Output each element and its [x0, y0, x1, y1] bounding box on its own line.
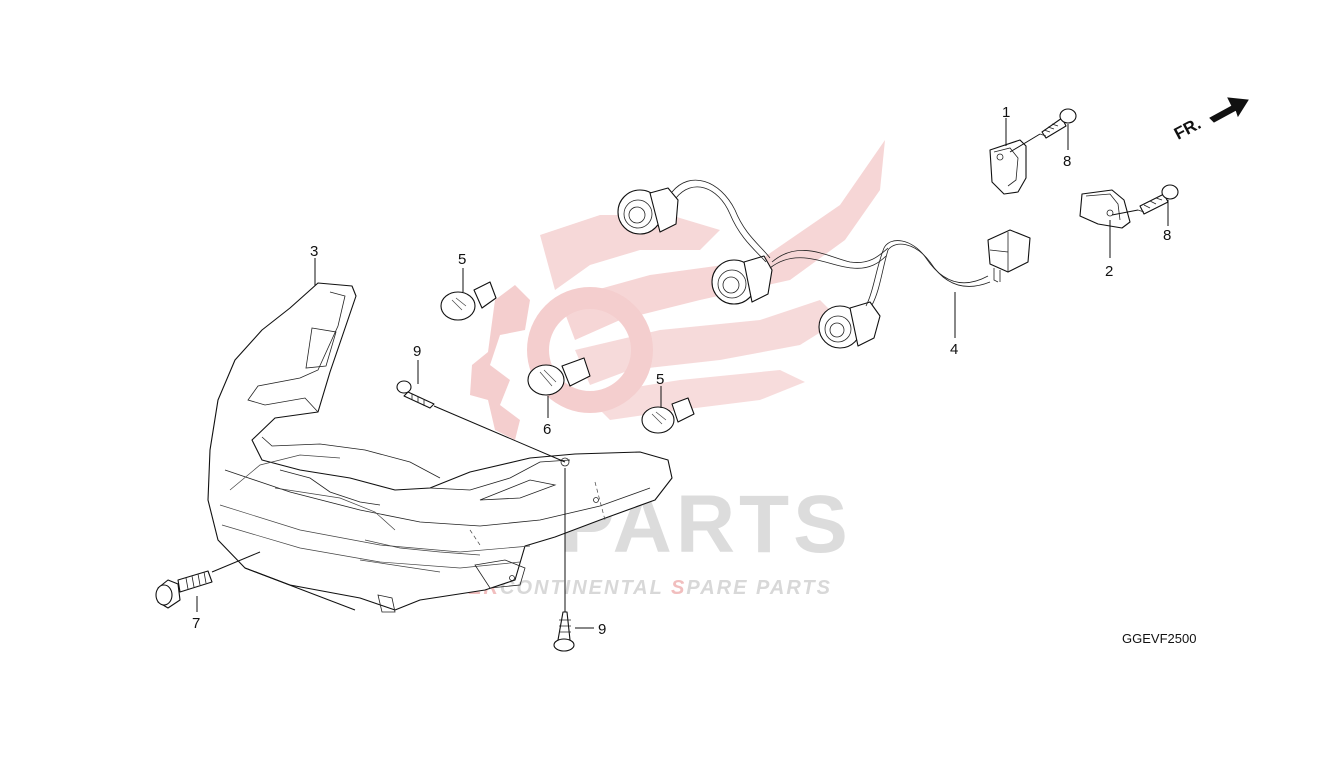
part-8-screw-right — [1137, 184, 1179, 215]
part-6-bulb — [527, 357, 591, 396]
part-1-clip — [989, 139, 1027, 195]
callout-5-lower: 5 — [656, 371, 664, 388]
watermark-tagline-rest: PARE PARTS — [686, 577, 832, 599]
part-2-clip — [1079, 189, 1131, 229]
socket-middle — [711, 255, 773, 305]
callout-6: 6 — [543, 421, 551, 438]
watermark-tagline-s: S — [671, 577, 686, 599]
socket-top-left — [617, 187, 679, 235]
callout-5-upper: 5 — [458, 251, 466, 268]
part-3-taillight-housing — [207, 282, 673, 613]
watermark-tagline-mid: CONTINENTAL — [500, 577, 671, 599]
connector-plug — [987, 229, 1031, 283]
part-9-screw-lower — [553, 611, 575, 652]
callout-3: 3 — [310, 243, 318, 260]
part-5-bulb-upper — [440, 281, 497, 321]
callout-7: 7 — [192, 615, 200, 632]
wing-logo-icon — [470, 140, 885, 440]
callout-8-top: 8 — [1063, 153, 1071, 170]
part-8-screw-top — [1039, 108, 1077, 139]
callout-8-right: 8 — [1163, 227, 1171, 244]
front-direction-indicator: FR. — [1171, 97, 1249, 144]
part-4-wire-harness — [617, 179, 1031, 349]
front-arrow-icon — [1209, 97, 1249, 123]
part-5-bulb-lower — [641, 397, 695, 434]
socket-bottom-right — [818, 301, 881, 349]
callout-labels: 1 2 3 4 5 5 6 7 8 8 9 9 — [192, 104, 1171, 638]
front-label: FR. — [1171, 114, 1204, 144]
leader-lines — [196, 118, 1169, 629]
callout-9-lower: 9 — [598, 621, 606, 638]
callout-4: 4 — [950, 341, 958, 358]
diagram-reference-code: GGEVF2500 — [1122, 631, 1196, 646]
callout-9-upper: 9 — [413, 343, 421, 360]
part-9-screw-upper — [396, 380, 435, 409]
callout-2: 2 — [1105, 263, 1113, 280]
part-7-flange-bolt — [155, 570, 213, 609]
callout-1: 1 — [1002, 104, 1010, 121]
